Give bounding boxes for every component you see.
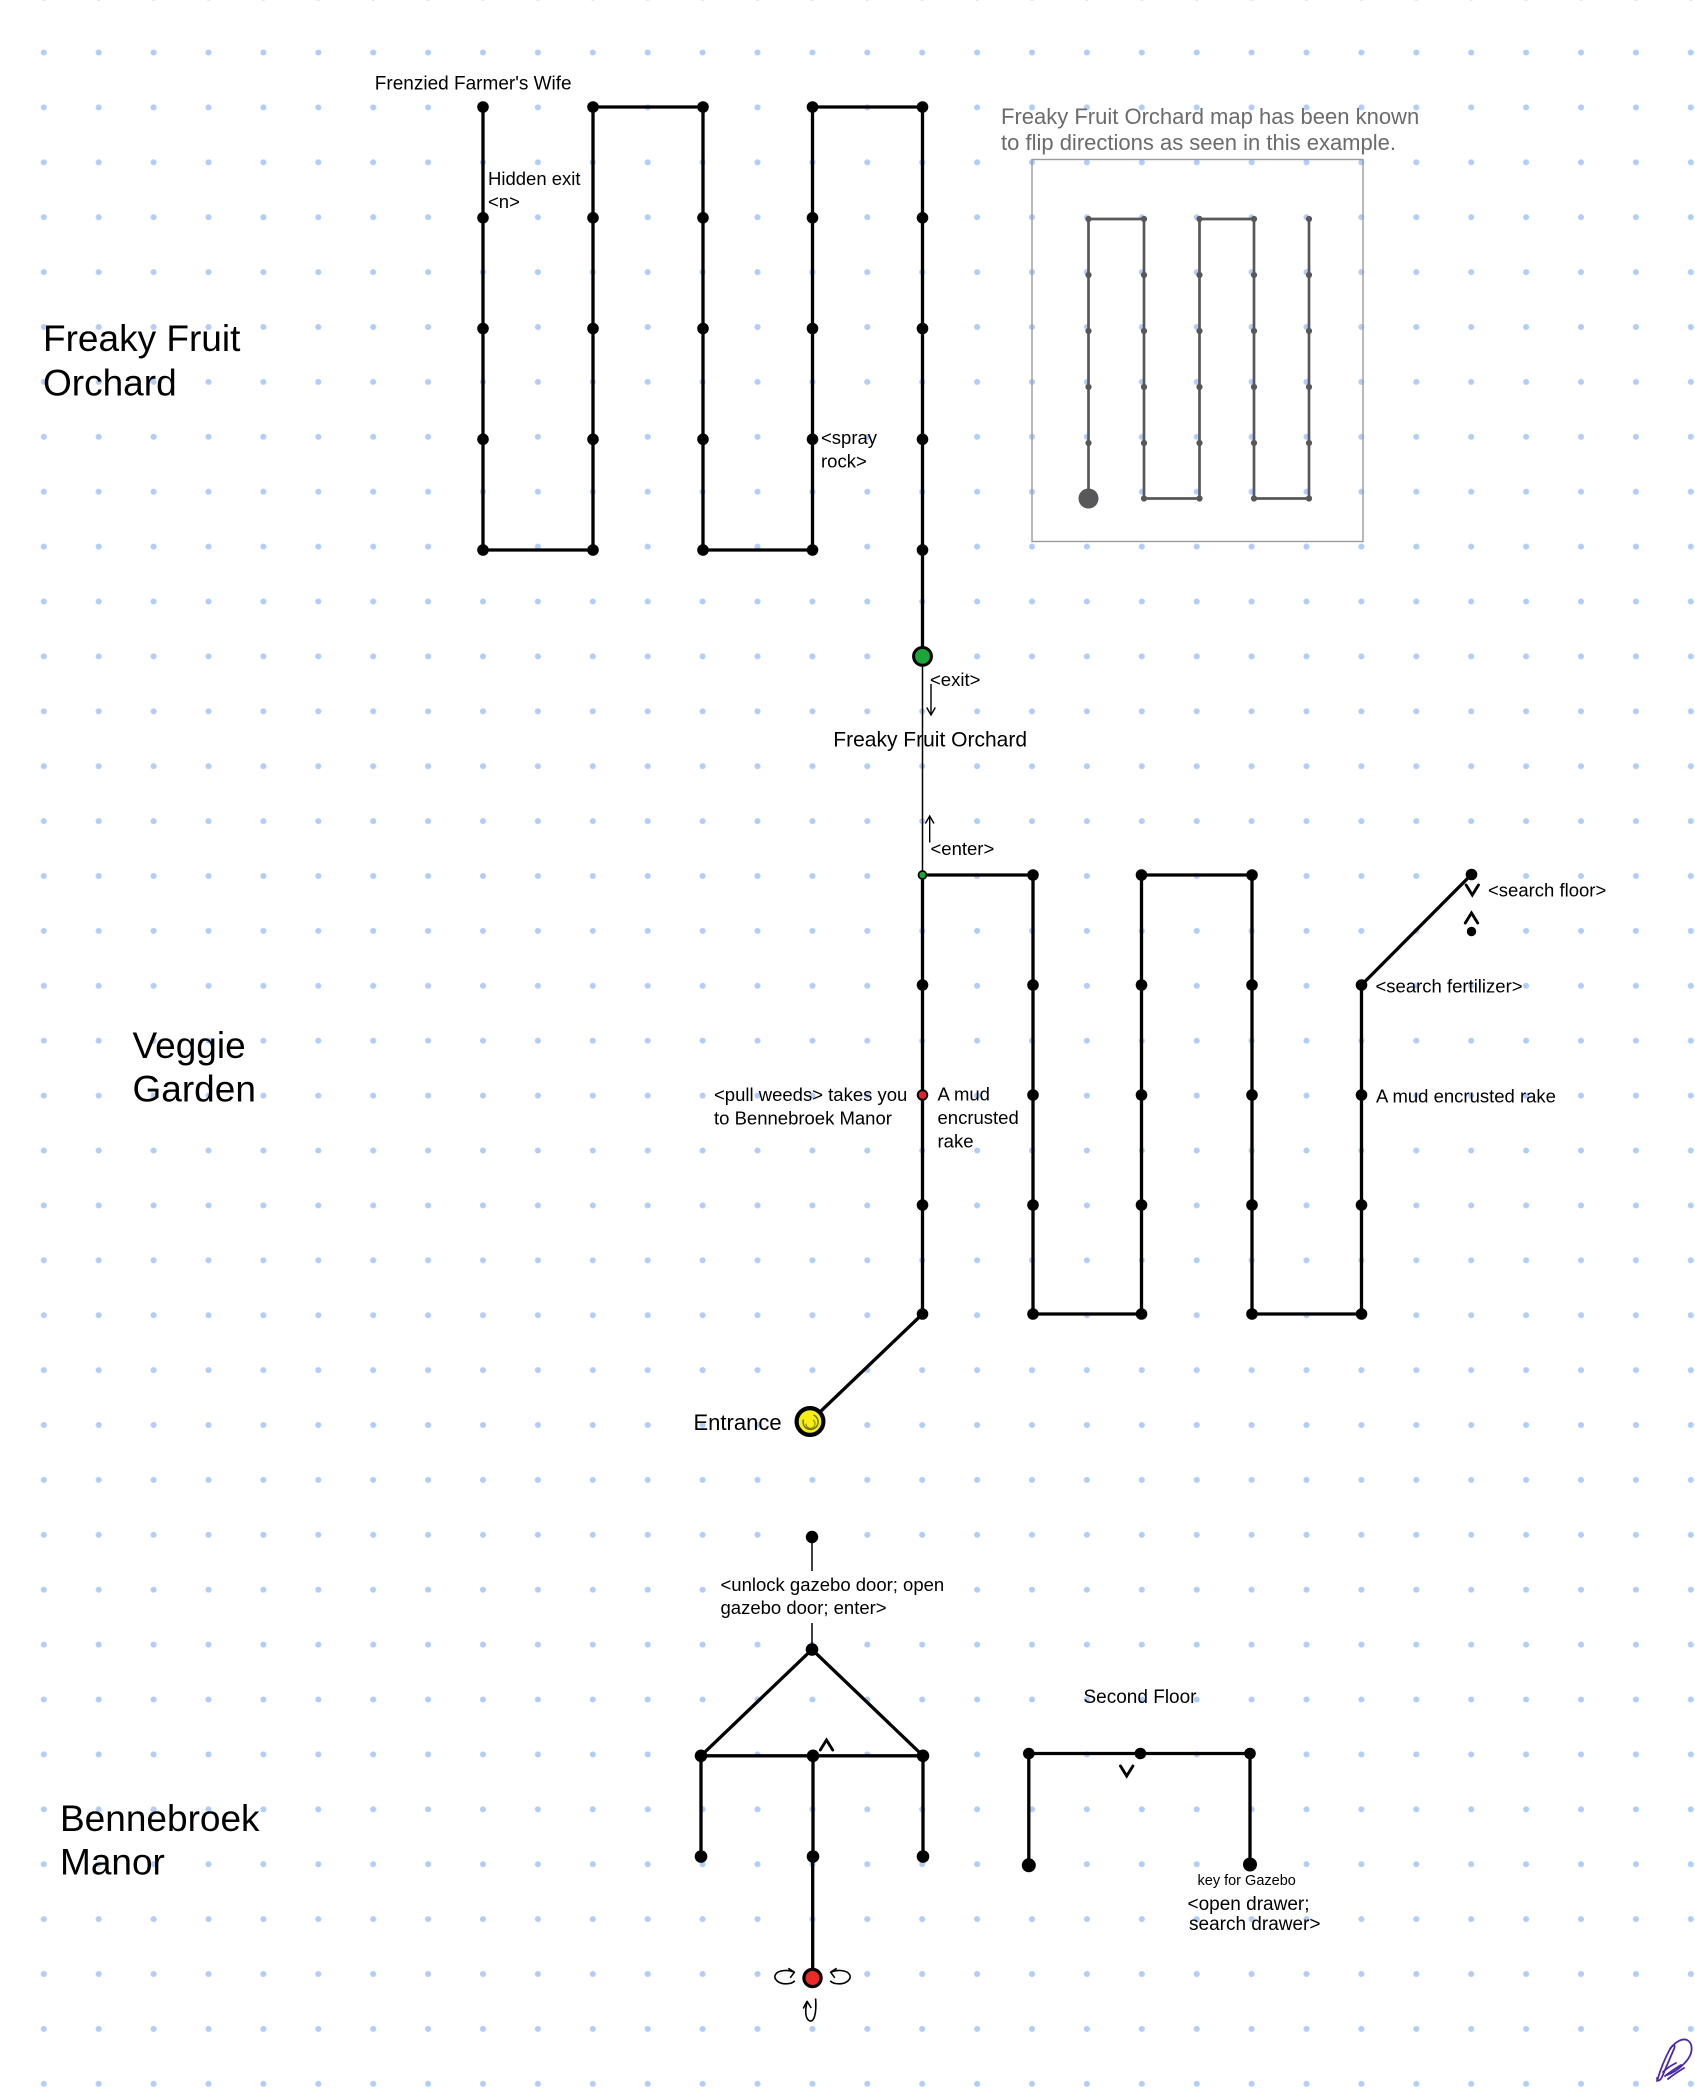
svg-text:A mud: A mud: [938, 1084, 990, 1105]
svg-text:Freaky Fruit Orchard map has b: Freaky Fruit Orchard map has been known: [1001, 104, 1419, 129]
svg-text:Second Floor: Second Floor: [1084, 1687, 1198, 1708]
svg-text:Frenzied Farmer's Wife: Frenzied Farmer's Wife: [375, 74, 572, 95]
svg-text:search drawer>: search drawer>: [1189, 1914, 1320, 1935]
svg-text:<enter>: <enter>: [931, 838, 995, 859]
svg-text:A mud encrusted rake: A mud encrusted rake: [1376, 1086, 1556, 1107]
svg-text:to flip directions as seen in: to flip directions as seen in this examp…: [1001, 130, 1396, 155]
svg-text:Orchard: Orchard: [43, 363, 177, 404]
svg-text:Freaky Fruit: Freaky Fruit: [43, 318, 241, 359]
svg-text:Bennebroek: Bennebroek: [60, 1798, 260, 1839]
svg-text:Manor: Manor: [60, 1842, 165, 1883]
svg-text:<search floor>: <search floor>: [1488, 880, 1606, 901]
svg-text:<exit>: <exit>: [930, 669, 980, 690]
svg-text:rake: rake: [938, 1131, 974, 1152]
svg-text:Hidden exit: Hidden exit: [488, 168, 581, 189]
svg-text:to Bennebroek Manor: to Bennebroek Manor: [714, 1108, 892, 1129]
svg-text:<spray: <spray: [821, 427, 878, 448]
svg-text:<search fertilizer>: <search fertilizer>: [1376, 976, 1523, 997]
svg-text:key for Gazebo: key for Gazebo: [1198, 1873, 1296, 1889]
svg-text:<n>: <n>: [488, 191, 520, 212]
svg-text:<pull weeds> takes you: <pull weeds> takes you: [714, 1084, 907, 1105]
svg-text:<open drawer;: <open drawer;: [1188, 1894, 1310, 1915]
svg-text:gazebo door; enter>: gazebo door; enter>: [721, 1597, 887, 1618]
svg-text:Garden: Garden: [133, 1069, 256, 1110]
svg-text:Freaky Fruit Orchard: Freaky Fruit Orchard: [833, 728, 1027, 751]
svg-text:<unlock gazebo door; open: <unlock gazebo door; open: [721, 1574, 945, 1595]
svg-text:Entrance: Entrance: [694, 1410, 782, 1435]
svg-text:Veggie: Veggie: [133, 1025, 246, 1066]
svg-text:encrusted: encrusted: [938, 1107, 1019, 1128]
svg-text:rock>: rock>: [821, 451, 867, 472]
